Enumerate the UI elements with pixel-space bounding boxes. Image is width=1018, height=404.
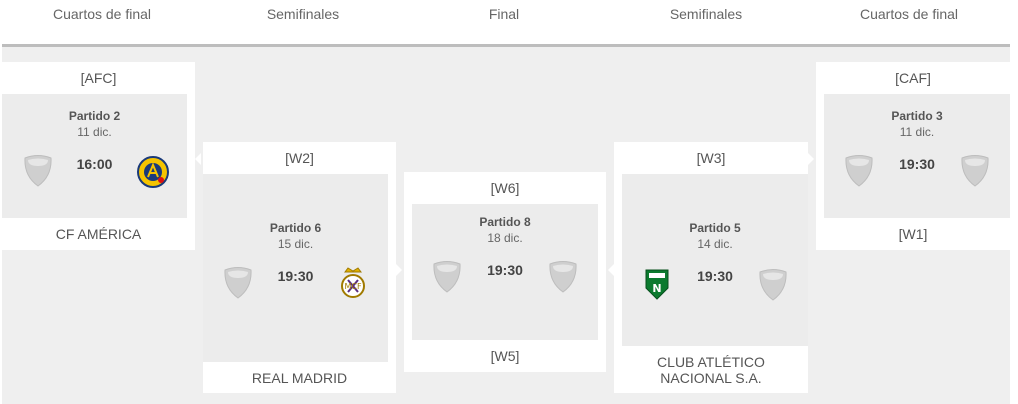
round-label-semifinal-left: Semifinales [266, 6, 340, 22]
match-8-bottom-slot: [W5] [490, 348, 520, 364]
shield-placeholder-icon [549, 261, 577, 293]
match-3-top-slot: [CAF] [895, 70, 931, 86]
match-6-bottom-team: REAL MADRID [251, 370, 348, 386]
match-6-top-slot: [W2] [285, 150, 314, 166]
match-3-bottom-slot: [W1] [898, 226, 928, 242]
match-5-time: 19:30 [697, 268, 733, 284]
connector-arrow-8-right [608, 264, 614, 276]
match-2-title: Partido 2 [68, 109, 121, 123]
round-label-final: Final [488, 6, 520, 22]
atletico-nacional-crest-icon: N [645, 269, 669, 300]
match-5-top-slot: [W3] [696, 150, 726, 166]
shield-placeholder-icon [224, 267, 252, 299]
match-5-box[interactable]: Partido 5 14 dic. 19:30 N [622, 174, 808, 346]
shield-placeholder-icon [961, 155, 989, 187]
match-2-time: 16:00 [76, 156, 113, 172]
club-america-crest-icon [137, 156, 169, 188]
round-label-semifinal-right: Semifinales [669, 6, 743, 22]
shield-placeholder-icon [433, 261, 461, 293]
round-label-quarterfinal-right: Cuartos de final [859, 6, 959, 22]
match-5-title: Partido 5 [689, 221, 741, 235]
real-madrid-crest-icon: MCF [341, 267, 365, 298]
svg-text:MCF: MCF [344, 282, 361, 291]
match-2-bottom-team: CF AMÉRICA [55, 226, 142, 242]
round-label-quarterfinal-left: Cuartos de final [52, 6, 152, 22]
match-3-title: Partido 3 [891, 109, 943, 123]
match-8-date: 18 dic. [487, 231, 523, 245]
match-3-time: 19:30 [899, 156, 935, 172]
match-8-time: 19:30 [487, 262, 523, 278]
match-3-box[interactable]: Partido 3 11 dic. 19:30 [824, 94, 1010, 218]
match-8-title: Partido 8 [479, 215, 531, 229]
shield-placeholder-icon [759, 269, 787, 301]
match-2-top-slot: [AFC] [80, 70, 117, 86]
match-2-box[interactable]: Partido 2 11 dic. 16:00 [2, 94, 187, 218]
shield-placeholder-icon [845, 155, 873, 187]
svg-text:N: N [652, 282, 661, 295]
match-6-box[interactable]: Partido 6 15 dic. 19:30 MCF [203, 174, 388, 362]
match-8-box[interactable]: Partido 8 18 dic. 19:30 [412, 204, 598, 340]
match-6-title: Partido 6 [269, 221, 322, 235]
header-divider [2, 44, 1010, 47]
match-3-date: 11 dic. [899, 125, 935, 139]
connector-arrow-6 [195, 153, 201, 165]
match-5-bottom-team: CLUB ATLÉTICO NACIONAL S.A. [657, 354, 765, 386]
connector-arrow-5 [808, 153, 814, 165]
match-6-date: 15 dic. [277, 237, 314, 251]
match-5-date: 14 dic. [697, 237, 733, 251]
shield-placeholder-icon [24, 155, 52, 187]
match-2-date: 11 dic. [77, 125, 112, 139]
match-8-top-slot: [W6] [490, 180, 520, 196]
connector-arrow-8-left [396, 264, 402, 276]
match-6-time: 19:30 [277, 268, 314, 284]
